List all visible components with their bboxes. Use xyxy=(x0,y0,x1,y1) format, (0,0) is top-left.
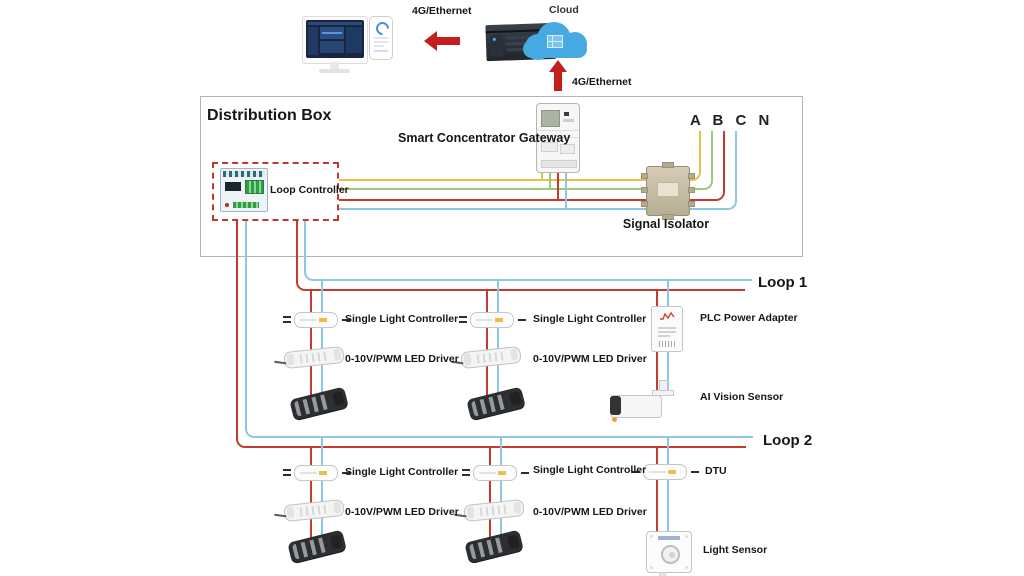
loop-controller-label: Loop Controller xyxy=(270,184,349,196)
loop2-branch2-wire-red xyxy=(489,448,491,552)
aux-label: PLC Power Adapter xyxy=(700,312,798,324)
loop2-branch2-wire-blue xyxy=(500,438,502,556)
loop2-aux-wire-red xyxy=(656,448,658,540)
cloud-label: Cloud xyxy=(549,4,579,16)
single-light-controller-icon xyxy=(459,312,526,328)
gateway-label: Smart Concentrator Gateway xyxy=(398,131,571,145)
aux-label: DTU xyxy=(705,465,727,477)
controller-label: Single Light Controller xyxy=(533,464,647,476)
aux-label: Light Sensor xyxy=(703,544,768,556)
loop1-label: Loop 1 xyxy=(758,274,808,291)
loop2-trunk-red xyxy=(236,210,746,448)
phase-labels: A B C N xyxy=(690,112,774,129)
single-light-controller-icon xyxy=(283,465,350,481)
loop2-trunk-blue xyxy=(245,210,753,438)
single-light-controller-icon xyxy=(462,465,529,481)
link-label-left: 4G/Ethernet xyxy=(412,5,472,17)
single-light-controller-icon xyxy=(283,312,350,328)
isolator-label: Signal Isolator xyxy=(622,217,710,231)
phase-wire-b xyxy=(699,131,713,190)
phase-wire-n xyxy=(723,131,737,210)
driver-label: 0-10V/PWM LED Driver xyxy=(533,353,647,365)
loop1-branch2-wire-red xyxy=(486,291,488,404)
monitor-icon xyxy=(302,16,368,74)
plc-power-adapter-icon xyxy=(651,306,683,352)
loop2-aux-wire-blue xyxy=(667,438,669,540)
phase-wire-c xyxy=(711,131,725,201)
bus-wire-green xyxy=(336,188,646,190)
light-sensor-icon xyxy=(646,531,692,576)
bus-wire-red xyxy=(336,199,713,201)
loop1-branch1-wire-blue xyxy=(321,281,323,408)
aux-label: AI Vision Sensor xyxy=(700,391,784,403)
gateway-wire-blue xyxy=(565,166,567,209)
led-driver-icon xyxy=(274,498,345,523)
distribution-box-title: Distribution Box xyxy=(207,107,332,124)
driver-label: 0-10V/PWM LED Driver xyxy=(345,353,459,365)
arrow-left-icon xyxy=(424,31,462,51)
bus-wire-yellow xyxy=(336,179,646,181)
controller-label: Single Light Controller xyxy=(345,313,459,325)
arrow-up-icon xyxy=(549,60,569,92)
controller-label: Single Light Controller xyxy=(533,313,647,325)
link-label-up: 4G/Ethernet xyxy=(572,76,632,88)
loop1-branch1-wire-red xyxy=(310,291,312,404)
loop2-branch1-wire-blue xyxy=(321,438,323,556)
phase-wire-a xyxy=(687,131,701,181)
driver-label: 0-10V/PWM LED Driver xyxy=(345,506,459,518)
controller-label: Single Light Controller xyxy=(345,466,459,478)
loop1-trunk-blue xyxy=(304,210,752,281)
bus-wire-blue xyxy=(336,208,725,210)
street-lamp-icon xyxy=(287,529,347,564)
loop2-branch1-wire-red xyxy=(310,448,312,552)
loop1-branch2-wire-blue xyxy=(497,281,499,408)
driver-label: 0-10V/PWM LED Driver xyxy=(533,506,647,518)
gateway-wire-red xyxy=(557,166,559,200)
loop2-label: Loop 2 xyxy=(763,432,813,449)
camera-icon xyxy=(608,378,678,424)
street-lamp-icon xyxy=(464,529,524,564)
dtu-icon xyxy=(632,464,699,480)
gateway-wire-yellow xyxy=(541,166,543,180)
cloud-icon xyxy=(521,22,593,62)
gateway-wire-green xyxy=(549,166,551,189)
loop1-trunk-red xyxy=(296,210,745,291)
led-driver-icon xyxy=(454,498,525,523)
